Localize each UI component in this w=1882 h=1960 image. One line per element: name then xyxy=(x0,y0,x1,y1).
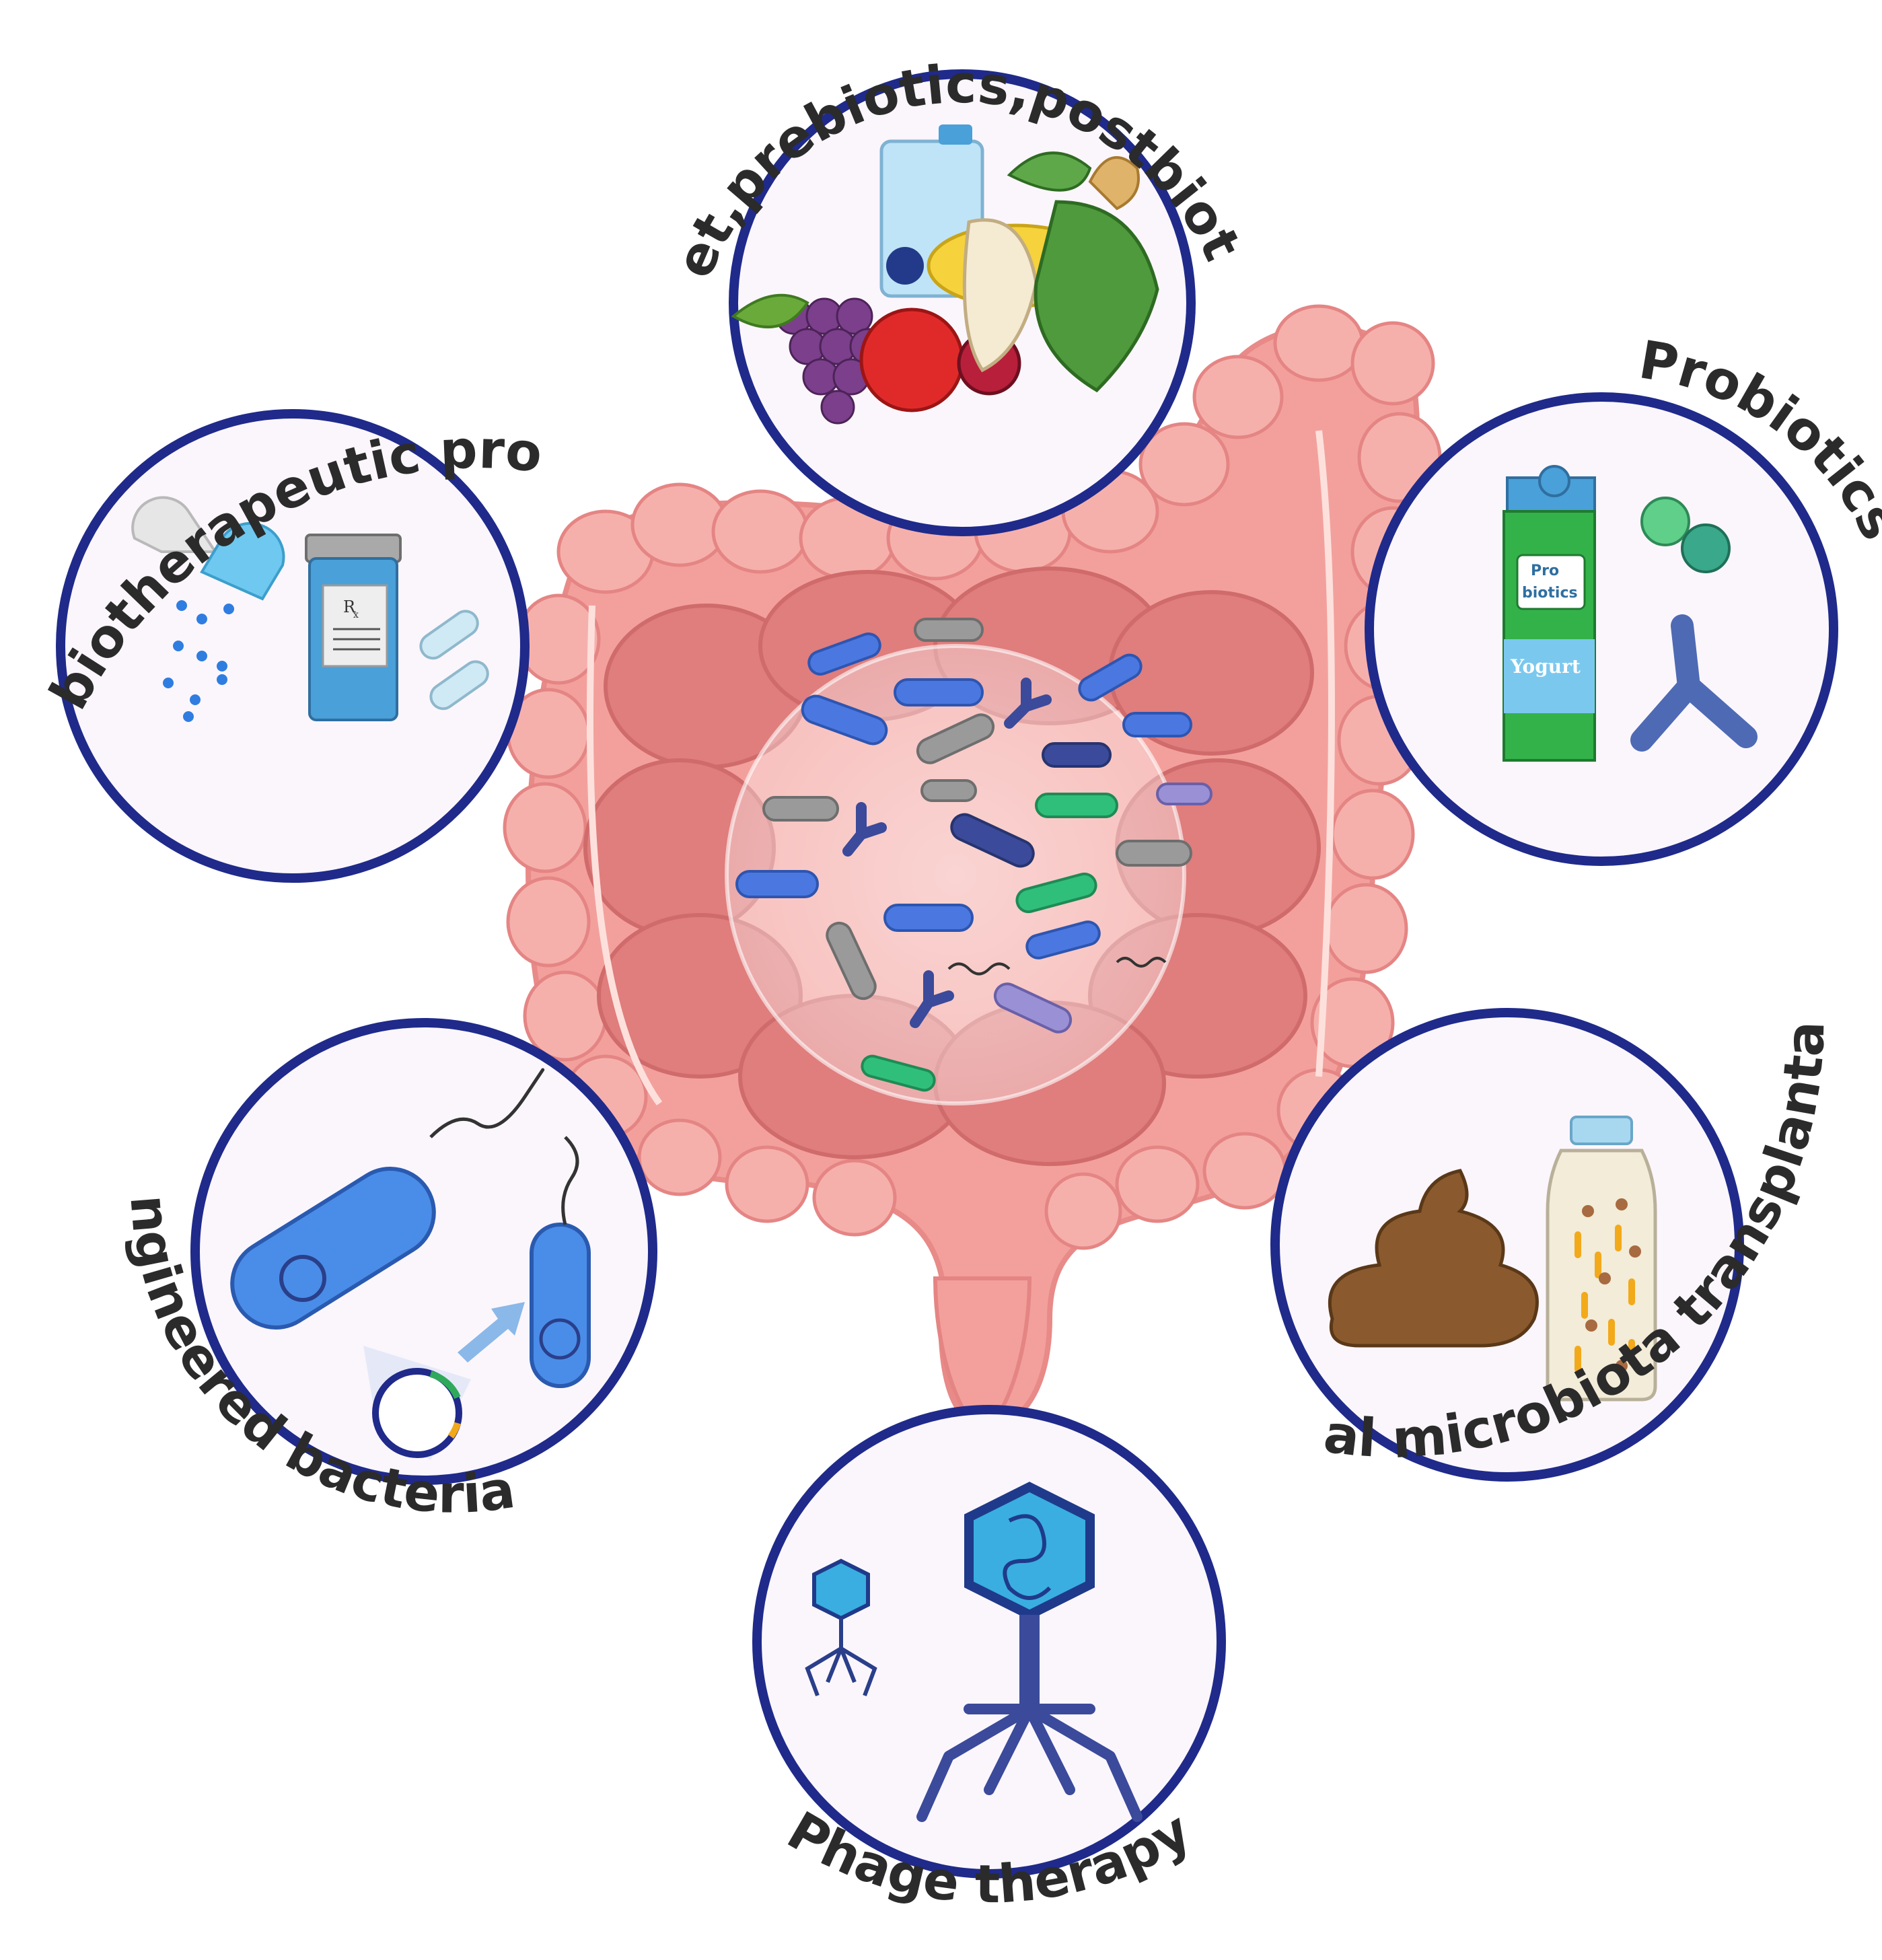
transformed-bacterium-icon xyxy=(530,1136,591,1388)
prescription-bottle-icon: R x xyxy=(305,534,402,721)
carton-biotics-text: biotics xyxy=(1522,585,1578,602)
pills-icon xyxy=(419,610,489,711)
panel-probiotics: Pro biotics Yogurt Pro biotics xyxy=(1365,330,1882,866)
large-phage-icon xyxy=(916,1482,1143,1822)
phage-ring xyxy=(752,1405,1226,1879)
rx-symbol: R xyxy=(343,597,356,616)
probiotic-cocci-icon xyxy=(1640,497,1731,573)
diet-food-icon xyxy=(731,124,1159,425)
engineered-bacterium-icon xyxy=(230,1068,545,1330)
probiotics-ring xyxy=(1365,392,1838,866)
carton-pro-text: Pro xyxy=(1531,562,1559,579)
capsule-icon xyxy=(131,496,285,722)
plasmid-icon xyxy=(363,1346,471,1460)
arrow-icon xyxy=(458,1302,525,1363)
yogurt-carton-icon: Pro biotics Yogurt xyxy=(1503,465,1596,762)
small-phage-icon xyxy=(805,1558,877,1697)
colon-inner-line xyxy=(586,430,1335,1105)
fmt-bottle-icon xyxy=(1546,1116,1657,1402)
gut-bacteria xyxy=(735,618,1213,1092)
panel-phage: Phage therapy xyxy=(752,1405,1226,1916)
bifidobacterium-icon xyxy=(1630,614,1758,752)
carton-yogurt-text: Yogurt xyxy=(1510,655,1581,678)
stool-icon xyxy=(1328,1169,1539,1348)
microbiota-lens xyxy=(725,618,1213,1105)
rx-subscript: x xyxy=(353,610,359,620)
panel-live-biotherapeutic: R x Live biotherapeutic product xyxy=(0,0,544,883)
